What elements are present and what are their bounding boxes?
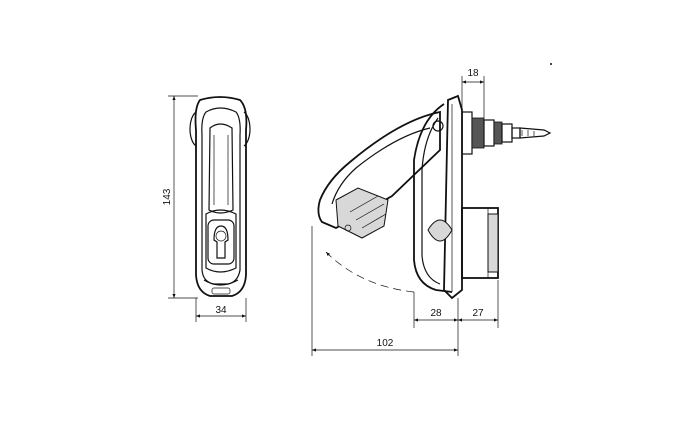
dim-depth-a-label: 28: [430, 308, 442, 319]
dimension-width: 34: [195, 298, 247, 322]
dimension-depth: 28 27: [413, 280, 499, 328]
dimension-swing: 102: [311, 226, 459, 356]
front-view: [189, 96, 251, 297]
handle-outline: [194, 96, 248, 297]
dim-swing-label: 102: [377, 338, 394, 349]
stray-dot: [550, 63, 552, 65]
dimension-key: 18: [461, 68, 485, 118]
dim-height-label: 143: [162, 188, 173, 205]
open-handle: [317, 110, 441, 230]
dim-width-label: 34: [215, 305, 227, 316]
dim-key-label: 18: [467, 68, 479, 79]
dim-depth-b-label: 27: [472, 308, 484, 319]
dimension-height: 143: [162, 95, 198, 299]
side-body: [413, 103, 453, 293]
side-view: [317, 94, 552, 300]
